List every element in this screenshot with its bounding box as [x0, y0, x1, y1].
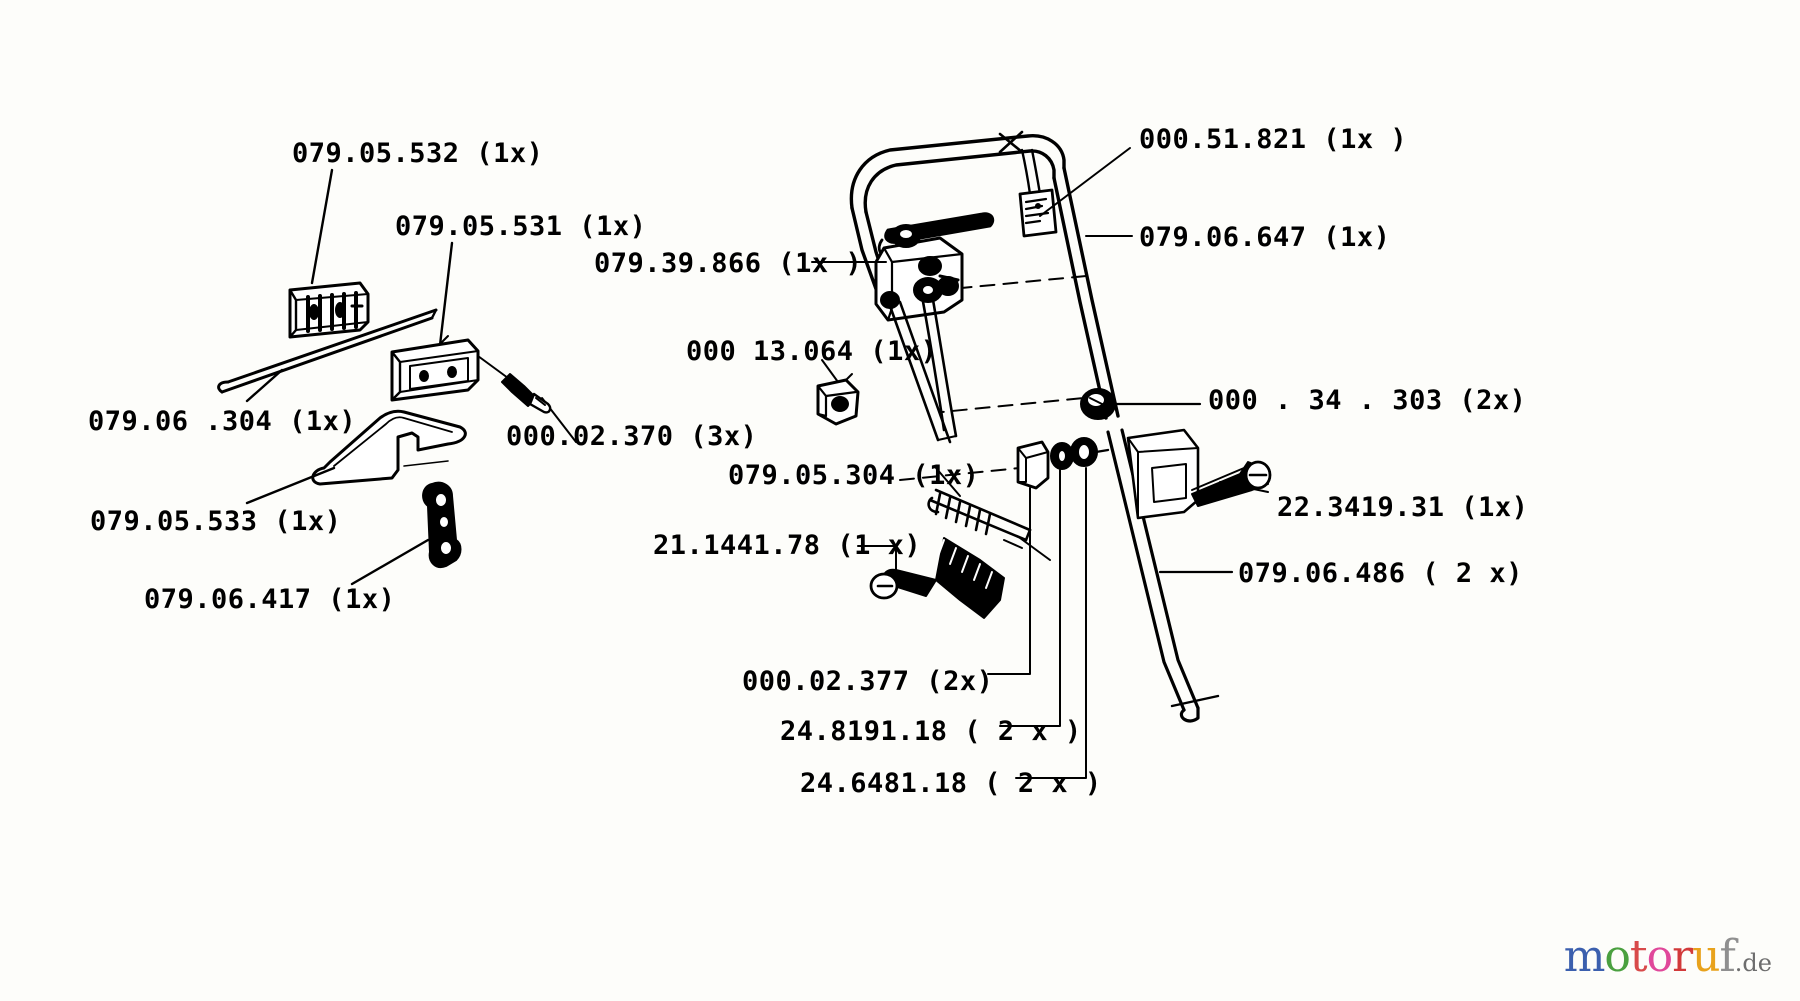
- leader-079-05-532: [310, 168, 334, 285]
- leader-22-3419-31: [1219, 481, 1269, 493]
- part-label-079-05-531: 079.05.531 (1x): [395, 211, 647, 242]
- leader-079-06-304: [245, 368, 284, 403]
- part-ribbed-pin-304: [927, 488, 1032, 542]
- part-label-079-05-533: 079.05.533 (1x): [90, 506, 342, 537]
- part-bracket-plate: [1126, 428, 1200, 520]
- watermark-letter-m: m: [1563, 931, 1606, 982]
- part-lever-533: [311, 409, 467, 486]
- part-control-console-866: [874, 224, 964, 322]
- part-label-000-51-821: 000.51.821 (1x ): [1139, 124, 1408, 155]
- part-label-079-05-304: 079.05.304 (1x): [728, 460, 980, 491]
- motoruf-watermark: motoruf.de: [1564, 935, 1772, 979]
- part-label-000-34-303: 000 . 34 . 303 (2x): [1208, 385, 1527, 416]
- part-clamp-block-531: [390, 335, 480, 402]
- part-bolt-21144178: [869, 537, 1051, 619]
- watermark-letter-f: f: [1719, 931, 1736, 982]
- leader-000-51-821: [1039, 147, 1131, 217]
- part-washer-cluster: [1016, 437, 1110, 490]
- part-label-079-39-866: 079.39.866 (1x ): [594, 248, 863, 279]
- part-label-079-06-417: 079.06.417 (1x): [144, 584, 396, 615]
- part-screw-370: [477, 355, 577, 443]
- part-label-000-13-064: 000 13.064 (1x): [686, 336, 938, 367]
- leader-21-1441-78: [857, 545, 897, 573]
- leaders-bottom-stack: [987, 467, 1087, 779]
- part-pivot-nut-34303: [1080, 388, 1116, 420]
- detail-thin-rod: [937, 435, 1023, 549]
- part-label-000-02-370: 000.02.370 (3x): [506, 421, 758, 452]
- leader-079-05-531: [438, 241, 454, 347]
- part-switch-box-821: [1018, 148, 1058, 238]
- part-label-079-06-647: 079.06.647 (1x): [1139, 222, 1391, 253]
- part-handlebar-frame: [849, 134, 1120, 420]
- part-cable-guide-13064: [816, 373, 860, 426]
- detail-frame-cross: [998, 130, 1024, 154]
- leader-000-13-064: [821, 359, 839, 383]
- part-label-24-8191-18: 24.8191.18 ( 2 x ): [780, 716, 1082, 747]
- part-label-079-06-304: 079.06 .304 (1x): [88, 406, 357, 437]
- part-clamp-block-532: [288, 281, 370, 339]
- watermark-tld: .de: [1734, 949, 1772, 977]
- part-label-24-6481-18: 24.6481.18 ( 2 x ): [800, 768, 1102, 799]
- watermark-letter-r: r: [1672, 931, 1693, 982]
- part-label-079-06-486: 079.06.486 ( 2 x): [1238, 558, 1523, 589]
- leader-079-05-304: [935, 467, 961, 497]
- part-label-079-05-532: 079.05.532 (1x): [292, 138, 544, 169]
- part-label-000-02-377: 000.02.377 (2x): [742, 666, 994, 697]
- part-label-22-3419-31: 22.3419.31 (1x): [1277, 492, 1529, 523]
- part-control-cable: [888, 292, 958, 444]
- part-link-plate-417: [422, 481, 462, 568]
- leader-079-05-533: [245, 466, 336, 505]
- watermark-letter-u: u: [1692, 931, 1720, 982]
- part-rod-304: [217, 308, 438, 394]
- watermark-letter-o2: o: [1646, 931, 1673, 982]
- leader-079-06-417: [350, 538, 430, 586]
- watermark-letter-o1: o: [1604, 931, 1630, 982]
- part-label-21-1441-78: 21.1441.78 (1 x): [653, 530, 922, 561]
- watermark-letter-t: t: [1629, 931, 1648, 982]
